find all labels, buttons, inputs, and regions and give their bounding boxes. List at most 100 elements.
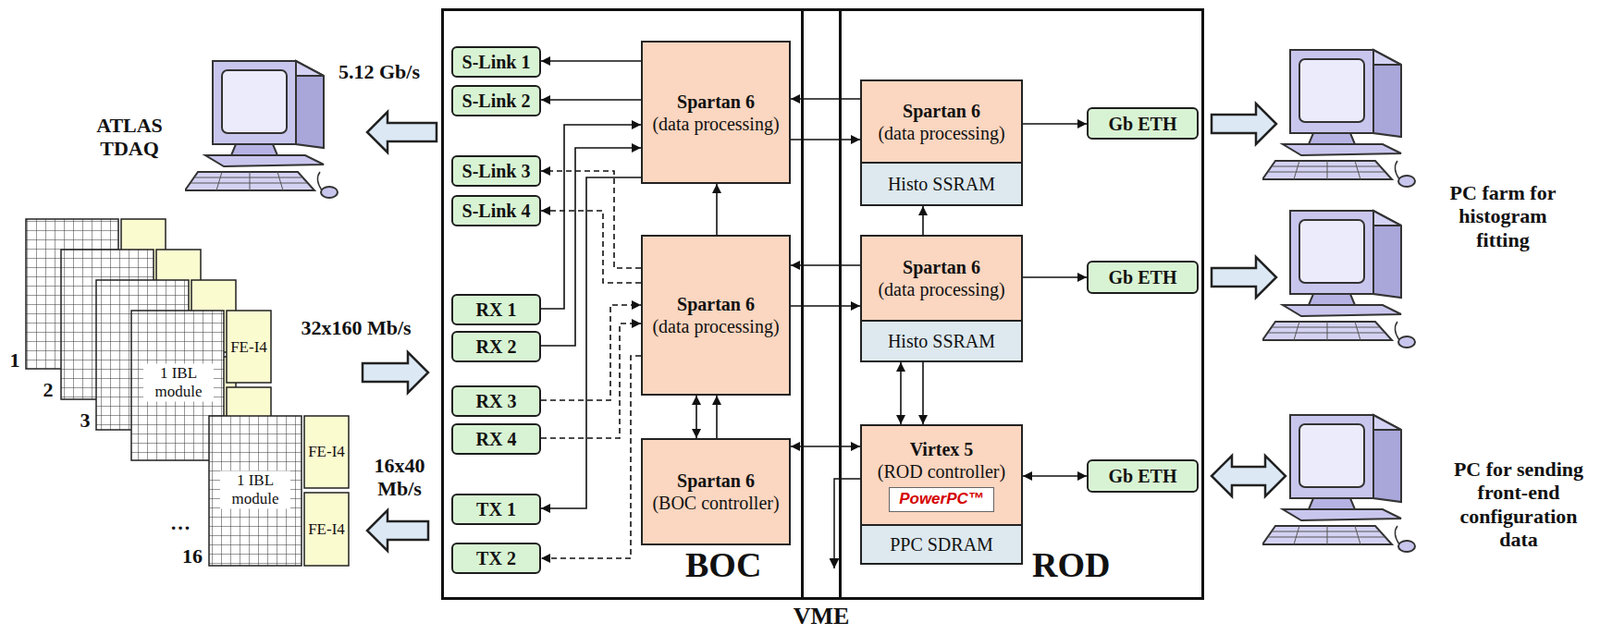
computer bbox=[184, 61, 338, 198]
block-arrow bbox=[362, 352, 429, 394]
block-arrow bbox=[367, 510, 429, 552]
node-label: PPC SDRAM bbox=[889, 533, 994, 556]
computer bbox=[1262, 210, 1416, 348]
annotation: FE-I4 bbox=[307, 443, 345, 462]
computer bbox=[184, 49, 1416, 553]
annotation: 32x160 Mb/s bbox=[300, 316, 411, 340]
connector bbox=[541, 356, 641, 559]
node-label: Spartan 6 bbox=[676, 469, 755, 493]
callout-number: 3 bbox=[80, 408, 91, 432]
memory-box: Histo SSRAM bbox=[860, 320, 1023, 363]
memory-box: Histo SSRAM bbox=[860, 161, 1023, 207]
connector bbox=[541, 305, 641, 401]
link-box: Gb ETH bbox=[1086, 459, 1199, 493]
link-box: S-Link 3 bbox=[451, 155, 542, 187]
link-box: TX 1 bbox=[451, 493, 542, 526]
connector bbox=[922, 206, 924, 235]
link-box: S-Link 2 bbox=[451, 85, 542, 117]
annotation: FE-I4 bbox=[307, 520, 345, 540]
module-stack bbox=[226, 310, 271, 383]
computer bbox=[1262, 415, 1416, 553]
node-label: S-Link 1 bbox=[462, 50, 531, 74]
annotation: 1 IBL module bbox=[220, 470, 291, 509]
node-label: RX 4 bbox=[476, 428, 517, 451]
node-label: (data processing) bbox=[652, 112, 779, 136]
node-label: Spartan 6 bbox=[676, 90, 755, 113]
fpga-box: Spartan 6(data processing) bbox=[640, 234, 791, 396]
link-box: RX 3 bbox=[451, 385, 542, 418]
annotation: VME bbox=[793, 603, 850, 631]
link-box: RX 1 bbox=[451, 294, 542, 326]
annotation: FE-I4 bbox=[230, 338, 268, 357]
node-label: Gb ETH bbox=[1108, 266, 1178, 289]
node-label: Histo SSRAM bbox=[887, 330, 996, 353]
link-box: Gb ETH bbox=[1086, 107, 1199, 140]
block-arrow bbox=[1211, 103, 1277, 145]
annotation: 5.12 Gb/s bbox=[338, 60, 420, 84]
link-box: RX 2 bbox=[451, 331, 542, 363]
connector bbox=[922, 362, 924, 425]
module-stack bbox=[25, 219, 349, 567]
fpga-box: Spartan 6(BOC controller) bbox=[640, 438, 791, 546]
node-label: RX 1 bbox=[476, 298, 517, 321]
block-arrow bbox=[1211, 257, 1277, 298]
node-label: Histo SSRAM bbox=[887, 172, 996, 196]
module-stack bbox=[209, 416, 302, 567]
connector bbox=[1022, 276, 1087, 279]
node-label: Virtex 5 bbox=[910, 438, 974, 461]
module-stack bbox=[304, 416, 349, 489]
block-arrow bbox=[1211, 455, 1286, 497]
annotation: PC for sending front-end configuration d… bbox=[1449, 457, 1588, 552]
connector bbox=[541, 60, 641, 62]
node-label: TX 1 bbox=[476, 498, 517, 521]
annotation: 16x40 Mb/s bbox=[366, 454, 433, 502]
node-label: ROD bbox=[1032, 546, 1110, 586]
link-box: TX 2 bbox=[451, 542, 542, 575]
block-arrow bbox=[362, 103, 1286, 552]
connector bbox=[541, 98, 641, 101]
annotation: PC farm for histogram fitting bbox=[1433, 181, 1573, 252]
fpga-box: Spartan 6(data processing) bbox=[860, 234, 1023, 322]
connector bbox=[541, 171, 641, 269]
board: RODSpartan 6(data processing)Histo SSRAM… bbox=[838, 8, 1205, 601]
node-label: S-Link 3 bbox=[462, 160, 531, 183]
computer bbox=[1262, 49, 1416, 187]
node-label: Gb ETH bbox=[1108, 465, 1178, 488]
node-label: (ROD controller) bbox=[877, 460, 1006, 483]
callout-number: 16 bbox=[182, 544, 203, 568]
node-label: S-Link 4 bbox=[462, 199, 531, 222]
link-box: S-Link 1 bbox=[451, 46, 542, 78]
connector bbox=[541, 323, 641, 439]
module-stack bbox=[304, 492, 349, 567]
board: BOC S-Link 1 S-Link 2 S-Link 3 S-Link 4 RX 1 R… bbox=[441, 8, 804, 601]
node-label: TX 2 bbox=[476, 547, 517, 570]
link-box: RX 4 bbox=[451, 423, 542, 456]
callout-number: … bbox=[170, 511, 191, 535]
node-label: Spartan 6 bbox=[902, 256, 981, 279]
connector bbox=[715, 184, 718, 235]
connector bbox=[541, 124, 641, 309]
node-label: Spartan 6 bbox=[676, 293, 755, 316]
node-label: (data processing) bbox=[877, 278, 1005, 301]
node-label: Spartan 6 bbox=[902, 99, 981, 123]
node-label: S-Link 2 bbox=[462, 89, 531, 112]
node-label: RX 3 bbox=[476, 390, 517, 413]
connector bbox=[541, 210, 641, 284]
connector bbox=[695, 395, 698, 439]
annotation: ATLAS TDAQ bbox=[83, 113, 176, 161]
connector bbox=[899, 362, 902, 425]
callout-number: 1 bbox=[10, 348, 21, 372]
annotation: 1 IBL module bbox=[143, 363, 214, 402]
node-label: Gb ETH bbox=[1108, 112, 1178, 136]
block-arrow bbox=[367, 111, 437, 153]
connector bbox=[1022, 475, 1087, 478]
callout-number: 2 bbox=[43, 378, 54, 402]
fpga-box: Virtex 5(ROD controller)PowerPC™ bbox=[860, 424, 1023, 527]
node-label: RX 2 bbox=[476, 335, 517, 358]
node-label: BOC bbox=[685, 546, 762, 586]
memory-box: PPC SDRAM bbox=[860, 524, 1023, 566]
node-label: (data processing) bbox=[877, 122, 1005, 145]
link-box: Gb ETH bbox=[1086, 260, 1199, 295]
